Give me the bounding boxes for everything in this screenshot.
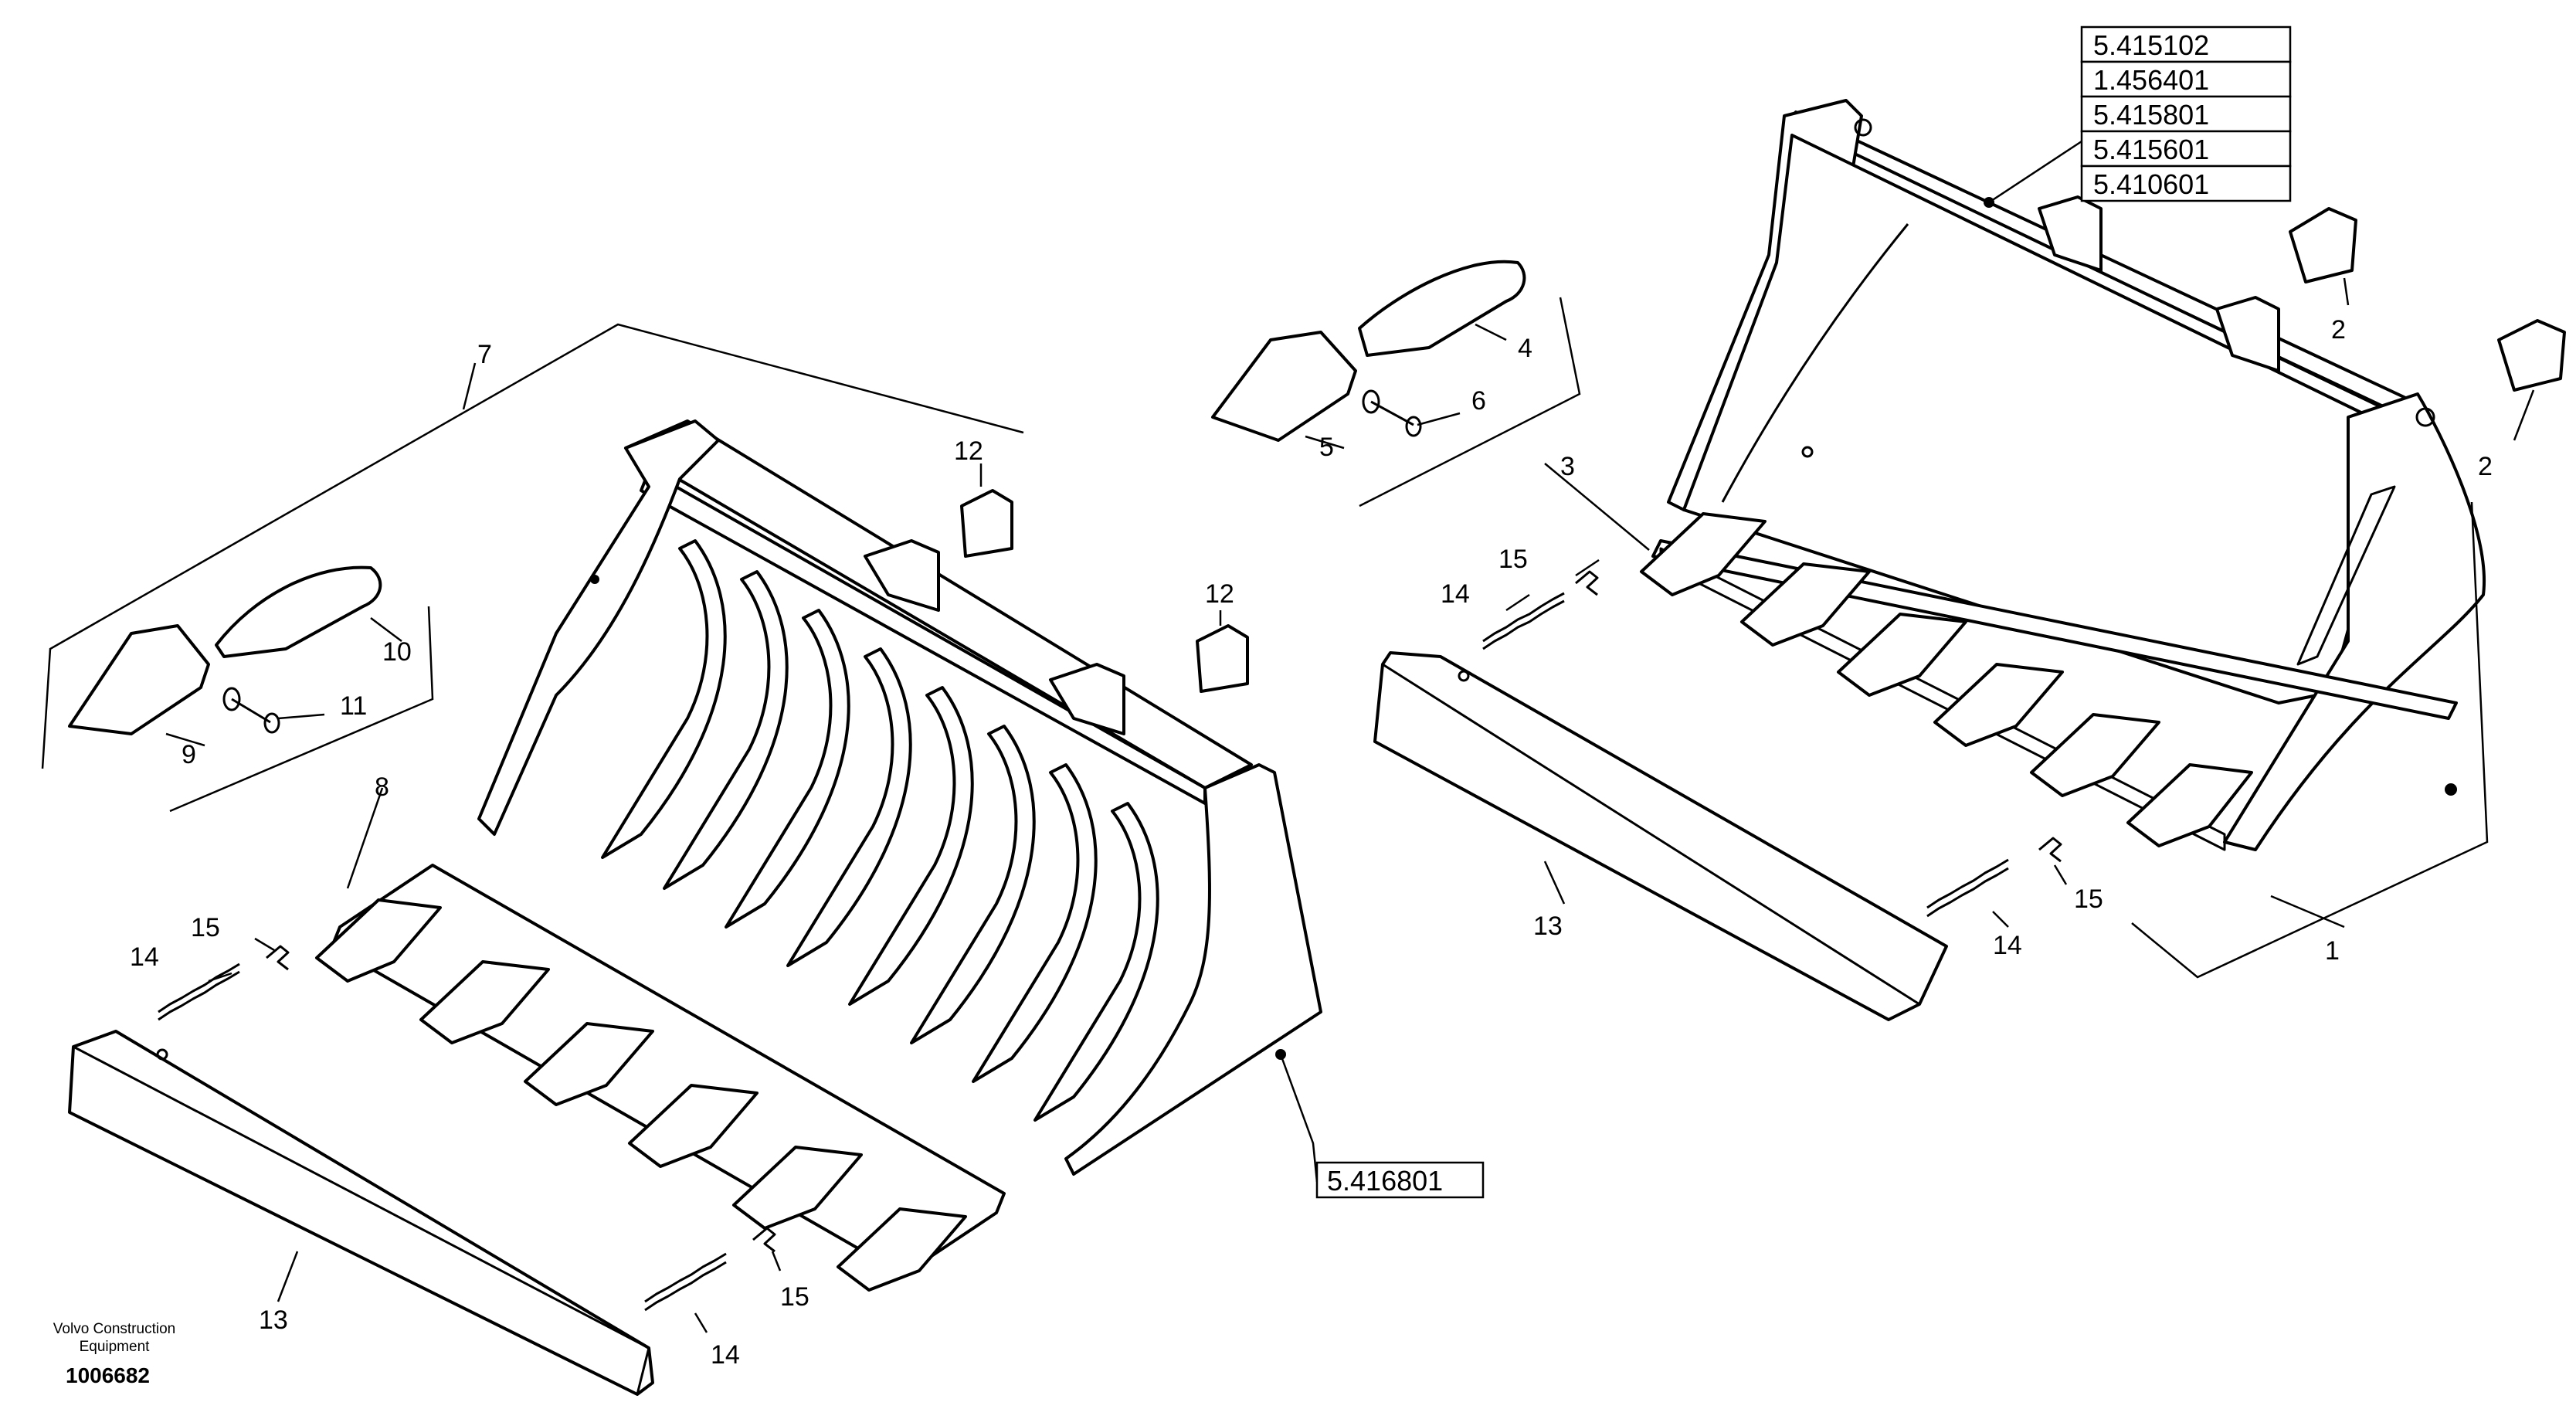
callout-8: 8: [375, 772, 389, 802]
callout-12: 12: [954, 436, 983, 466]
tooth-pin: [1362, 389, 1422, 437]
callout-2: 2: [2331, 315, 2346, 345]
callout-14: 14: [130, 942, 159, 972]
callout-11: 11: [340, 691, 367, 721]
callout-9: 9: [182, 740, 196, 769]
clip-right-bottom: [2038, 837, 2062, 863]
spring-right-top: [1482, 592, 1565, 650]
callout-5: 5: [1319, 433, 1334, 462]
callout-3: 3: [1560, 452, 1575, 481]
bucket: [1640, 99, 2486, 851]
clip-left-bottom: [752, 1227, 776, 1253]
tooth-adapter-set: [1211, 260, 1526, 442]
wear-cap-top: [2289, 207, 2357, 283]
rake-bucket: [477, 419, 1322, 1176]
callout-6: 6: [1471, 386, 1486, 416]
callout-12: 12: [1205, 579, 1234, 609]
callout-labels: 1 2 2 3 4 5 6 7 8 9 10 11 12 12 13 13 14…: [130, 315, 2493, 1370]
wear-cap-rake-1: [960, 489, 1013, 558]
rake-tines: [601, 539, 1159, 1122]
clip-right-top: [1575, 570, 1599, 596]
reference-rake: 5.416801: [1315, 1161, 1485, 1199]
wear-cap-rake-2: [1196, 624, 1249, 693]
cutting-edge-right: [1373, 651, 1948, 1021]
spring-right-bottom: [1926, 858, 2009, 918]
callout-14: 14: [1441, 579, 1470, 609]
ref-number: 5.410601: [2093, 168, 2209, 200]
spring-left-top: [158, 963, 240, 1021]
ref-number: 5.415601: [2093, 134, 2209, 165]
rake-tooth-bar: [315, 864, 1006, 1292]
ref-number: 5.415801: [2093, 99, 2209, 131]
ref-number: 5.416801: [1327, 1165, 1443, 1197]
callout-15: 15: [2074, 884, 2103, 914]
callout-13: 13: [259, 1305, 288, 1335]
cutting-edge-left: [68, 1030, 654, 1396]
callout-10: 10: [382, 637, 412, 667]
brand-line-1: Volvo Construction: [53, 1321, 175, 1337]
callout-7: 7: [477, 340, 492, 369]
callout-4: 4: [1518, 334, 1532, 363]
brand-line-2: Equipment: [80, 1339, 151, 1355]
reference-stack: 5.415102 1.456401 5.415801 5.415601 5.41…: [2080, 25, 2292, 202]
tooth-pin-left: [222, 687, 280, 734]
ref-number: 1.456401: [2093, 64, 2209, 96]
clip-left-top: [266, 945, 290, 971]
callout-15: 15: [191, 913, 220, 942]
bucket-teeth: [1640, 512, 2253, 847]
callout-2: 2: [2478, 452, 2493, 481]
callout-1: 1: [2325, 936, 2340, 966]
spring-left-bottom: [644, 1252, 727, 1312]
leader-lines: [41, 140, 2535, 1333]
brand-block: Volvo Construction Equipment 1006682: [53, 1321, 175, 1387]
doc-number: 1006682: [66, 1363, 150, 1387]
tooth-adapter-set-left: [68, 565, 382, 735]
callout-15: 15: [780, 1282, 809, 1312]
callout-13: 13: [1533, 912, 1563, 941]
callout-14: 14: [1993, 931, 2022, 960]
callout-14: 14: [711, 1340, 740, 1370]
ref-number: 5.415102: [2093, 29, 2209, 61]
rake-teeth: [315, 898, 967, 1292]
callout-15: 15: [1498, 545, 1528, 574]
wear-cap-right: [2497, 319, 2566, 392]
